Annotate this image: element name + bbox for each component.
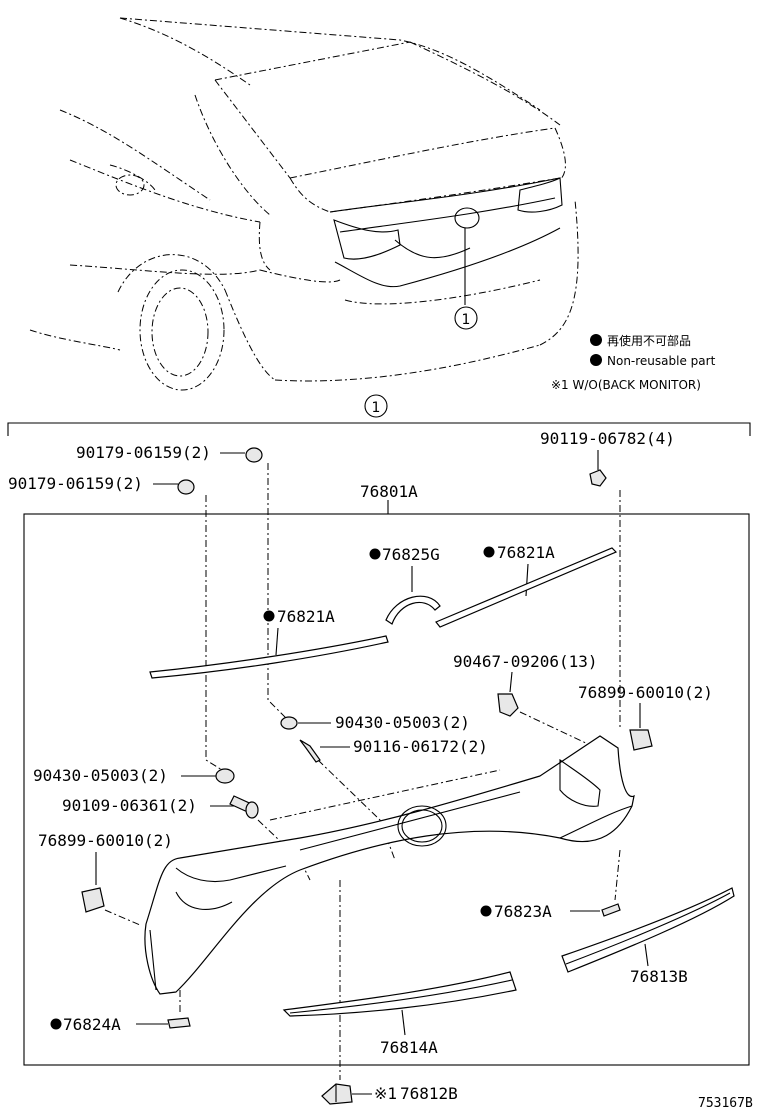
legend: 再使用不可部品 Non-reusable part ※1 W/O(BACK MO… bbox=[551, 333, 716, 392]
label-76812B: 76812B bbox=[400, 1084, 458, 1103]
label-90116-06172: 90116-06172(2) bbox=[353, 737, 488, 756]
bolt-90109-icon bbox=[229, 795, 259, 819]
drawing-number: 753167B bbox=[698, 1096, 753, 1111]
assembly-bracket: 1 bbox=[7, 394, 751, 436]
pad-76823A bbox=[601, 903, 621, 917]
label-90179-06159-a: 90179-06159(2) bbox=[76, 443, 211, 462]
label-76813B: 76813B bbox=[630, 967, 688, 986]
legend-note: ※1 W/O(BACK MONITOR) bbox=[551, 378, 701, 392]
screw-90116-icon bbox=[299, 739, 321, 763]
label-76899-60010-right: 76899-60010(2) bbox=[578, 683, 713, 702]
legend-line2: Non-reusable part bbox=[607, 354, 716, 368]
label-90179-06159-b: 90179-06159(2) bbox=[8, 474, 143, 493]
retainer-76899-left-icon bbox=[81, 887, 105, 913]
assembly-frame bbox=[23, 513, 750, 1066]
moulding-76814A bbox=[282, 971, 517, 1017]
retainer-76899-right-icon bbox=[629, 729, 653, 751]
moulding-76821A-top bbox=[435, 547, 618, 628]
label-76801A: 76801A bbox=[360, 482, 418, 501]
garnish-assembly-76801A bbox=[144, 735, 635, 995]
washer-90430-a-icon bbox=[280, 716, 298, 730]
label-76814A: 76814A bbox=[380, 1038, 438, 1057]
label-90467-09206: 90467-09206(13) bbox=[453, 652, 598, 671]
clip-90467-icon bbox=[497, 693, 519, 717]
label-76825G: 76825G bbox=[382, 545, 440, 564]
clip-90179-b-icon bbox=[177, 479, 195, 495]
bracket-76812B-icon bbox=[321, 1083, 353, 1105]
label-76812B-prefix: ※1 bbox=[374, 1084, 397, 1103]
car-callout-marker: 1 bbox=[454, 306, 478, 330]
label-76821A-top: 76821A bbox=[497, 543, 555, 562]
label-76823A: 76823A bbox=[494, 902, 552, 921]
moulding-76813B bbox=[561, 887, 735, 973]
clip-90179-a-icon bbox=[245, 447, 263, 463]
legend-line1: 再使用不可部品 bbox=[607, 333, 691, 348]
label-76821A-left: 76821A bbox=[277, 607, 335, 626]
label-90430-05003-a: 90430-05003(2) bbox=[335, 713, 470, 732]
emblem-arc-76825G bbox=[385, 595, 441, 625]
svg-text:1: 1 bbox=[462, 312, 471, 328]
label-90119-06782: 90119-06782(4) bbox=[540, 429, 675, 448]
car-rear-illustration bbox=[29, 17, 579, 391]
label-90109-06361: 90109-06361(2) bbox=[62, 796, 197, 815]
label-76899-60010-left: 76899-60010(2) bbox=[38, 831, 173, 850]
pad-76824A bbox=[167, 1017, 191, 1029]
nut-90119-icon bbox=[589, 469, 607, 487]
svg-text:1: 1 bbox=[372, 400, 381, 416]
moulding-76821A-left bbox=[149, 635, 389, 679]
washer-90430-b-icon bbox=[215, 768, 235, 784]
label-90430-05003-b: 90430-05003(2) bbox=[33, 766, 168, 785]
label-76824A: 76824A bbox=[63, 1015, 121, 1034]
